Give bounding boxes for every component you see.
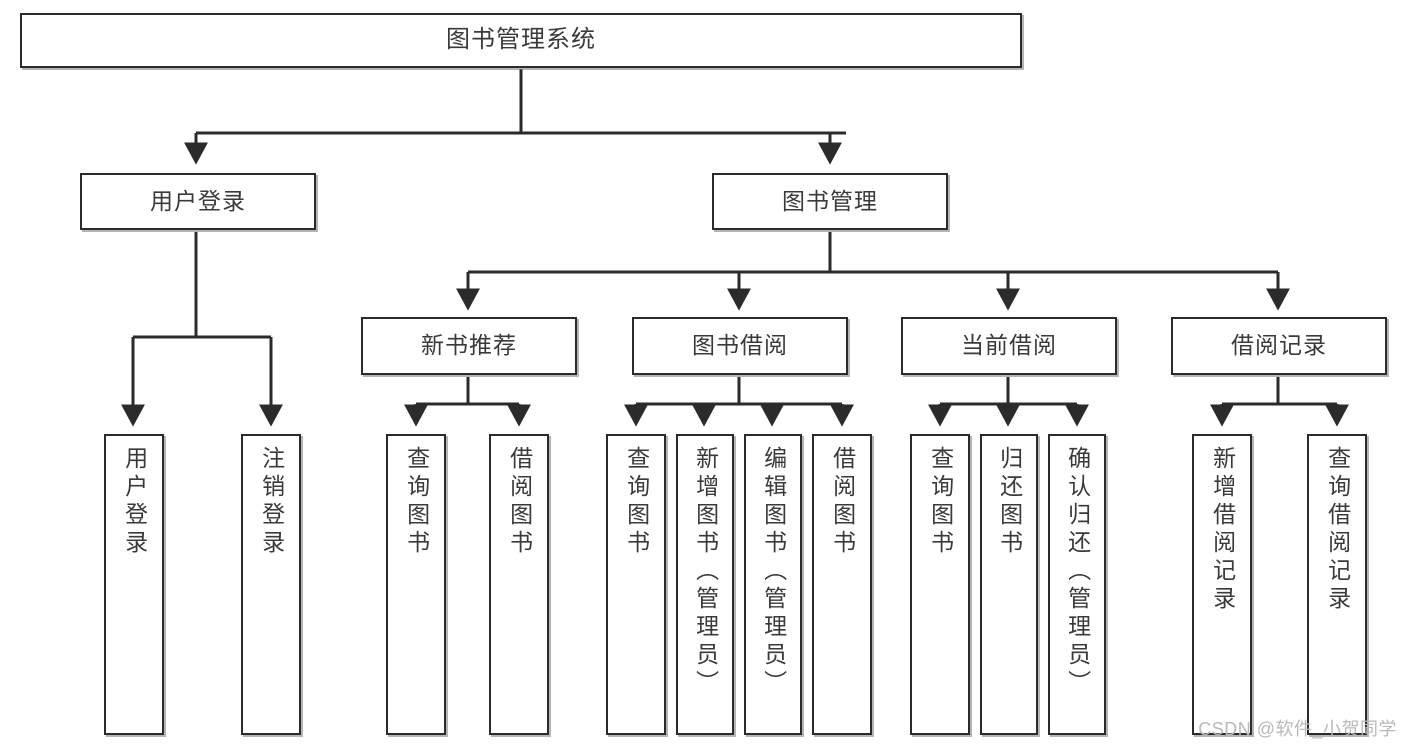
node-current-borrow-label: 当前借阅: [961, 332, 1057, 359]
node-root-label: 图书管理系统: [446, 26, 596, 54]
node-leaf-add-record-label: 新增借阅记录: [1209, 446, 1236, 614]
node-leaf-query-book-2[interactable]: 查询图书: [606, 434, 666, 735]
node-new-book-recommend[interactable]: 新书推荐: [361, 317, 577, 375]
node-user-login-label: 用户登录: [150, 187, 246, 214]
node-current-borrow[interactable]: 当前借阅: [901, 317, 1117, 375]
node-leaf-confirm-return-label: 确认归还（管理员）: [1064, 446, 1091, 698]
node-leaf-return-book[interactable]: 归还图书: [980, 434, 1038, 735]
node-leaf-add-book-label: 新增图书（管理员）: [692, 446, 719, 698]
node-book-borrow[interactable]: 图书借阅: [632, 317, 848, 375]
node-root[interactable]: 图书管理系统: [20, 13, 1022, 68]
node-leaf-add-record[interactable]: 新增借阅记录: [1192, 434, 1252, 735]
watermark-text: CSDN @软件_小贺同学: [1198, 719, 1397, 739]
node-leaf-borrow-book-2-label: 借阅图书: [829, 446, 856, 558]
node-user-login[interactable]: 用户登录: [80, 173, 316, 230]
node-leaf-confirm-return[interactable]: 确认归还（管理员）: [1048, 434, 1106, 735]
node-book-borrow-label: 图书借阅: [692, 332, 788, 359]
node-leaf-query-record-label: 查询借阅记录: [1324, 446, 1351, 614]
node-leaf-return-book-label: 归还图书: [996, 446, 1023, 558]
node-leaf-borrow-book-1-label: 借阅图书: [506, 446, 533, 558]
node-leaf-user-logout[interactable]: 注销登录: [241, 434, 301, 735]
node-leaf-user-login-label: 用户登录: [121, 446, 148, 558]
node-leaf-query-book-1-label: 查询图书: [403, 446, 430, 558]
node-leaf-add-book[interactable]: 新增图书（管理员）: [676, 434, 734, 735]
node-borrow-record[interactable]: 借阅记录: [1171, 317, 1387, 375]
node-leaf-edit-book-label: 编辑图书（管理员）: [760, 446, 787, 698]
node-leaf-user-logout-label: 注销登录: [258, 446, 285, 558]
node-leaf-query-book-1[interactable]: 查询图书: [386, 434, 446, 735]
node-new-book-recommend-label: 新书推荐: [421, 332, 517, 359]
node-leaf-query-book-3[interactable]: 查询图书: [910, 434, 970, 735]
node-leaf-user-login[interactable]: 用户登录: [104, 434, 164, 735]
node-leaf-edit-book[interactable]: 编辑图书（管理员）: [744, 434, 802, 735]
node-borrow-record-label: 借阅记录: [1231, 332, 1327, 359]
node-book-manage[interactable]: 图书管理: [712, 173, 948, 230]
node-leaf-borrow-book-2[interactable]: 借阅图书: [812, 434, 872, 735]
node-leaf-borrow-book-1[interactable]: 借阅图书: [489, 434, 549, 735]
node-leaf-query-book-3-label: 查询图书: [927, 446, 954, 558]
node-book-manage-label: 图书管理: [782, 187, 878, 214]
node-leaf-query-book-2-label: 查询图书: [623, 446, 650, 558]
node-leaf-query-record[interactable]: 查询借阅记录: [1307, 434, 1367, 735]
